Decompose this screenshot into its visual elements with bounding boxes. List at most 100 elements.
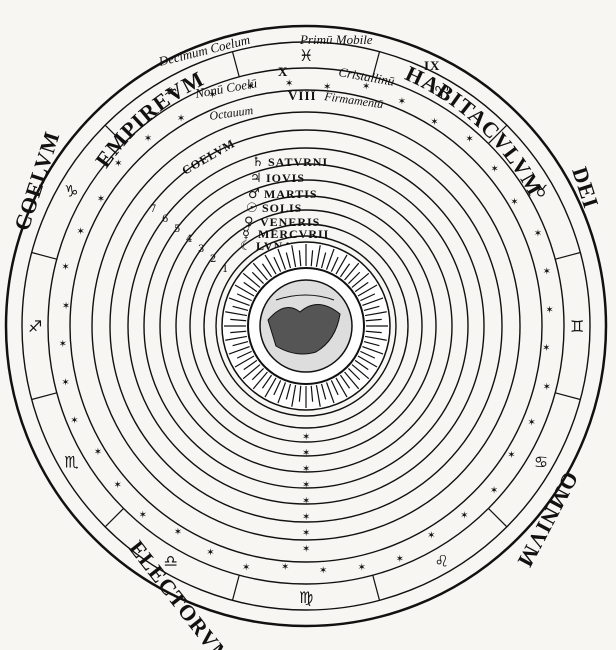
star-mark: ✶ bbox=[281, 562, 289, 573]
fixed-stars: ✶✶✶✶✶✶✶✶✶✶✶✶✶✶✶✶✶✶✶✶✶✶✶✶✶✶✶✶✶✶✶✶✶✶✶✶✶✶✶✶… bbox=[59, 79, 554, 577]
planet-label: IOVIS bbox=[266, 171, 305, 185]
sphere-number: 2 bbox=[210, 254, 216, 265]
fire-ray bbox=[291, 384, 297, 407]
sphere-ring bbox=[189, 209, 423, 443]
electorum-label: ELECTORVM bbox=[124, 536, 237, 650]
fire-ray bbox=[330, 256, 339, 272]
fire-ray bbox=[365, 318, 382, 322]
zodiac-symbol: ♌ bbox=[435, 552, 449, 571]
star-mark: ✶ bbox=[139, 510, 147, 521]
fire-ray bbox=[277, 382, 287, 404]
sphere-ring bbox=[215, 235, 397, 417]
sphere-ring bbox=[109, 129, 503, 523]
fire-ray bbox=[310, 385, 314, 402]
star-mark: ✶ bbox=[319, 565, 327, 576]
zodiac-divider bbox=[555, 251, 581, 260]
fire-sphere bbox=[224, 244, 388, 408]
sphere-ring bbox=[159, 179, 453, 473]
star-mark: ✶ bbox=[59, 339, 67, 350]
sphere-number: 1 bbox=[222, 264, 228, 275]
sphere-number: 7 bbox=[150, 204, 156, 215]
habitaculum-label: HABITACVLVM bbox=[402, 61, 549, 200]
fire-ray bbox=[351, 272, 370, 288]
octauum-label: Octauum bbox=[208, 103, 254, 123]
star-mark: ✶ bbox=[206, 548, 214, 559]
coelum-label: COELVM bbox=[9, 128, 65, 234]
fire-ray bbox=[344, 262, 360, 281]
star-mark: ✶ bbox=[528, 418, 536, 429]
star-mark: ✶ bbox=[510, 197, 518, 208]
sphere-ring bbox=[143, 163, 469, 489]
fire-ray bbox=[225, 311, 248, 317]
sphere-ring bbox=[203, 223, 409, 429]
sphere-ring bbox=[69, 89, 543, 563]
fire-ray bbox=[320, 252, 327, 269]
star-mark: ✶ bbox=[490, 164, 498, 175]
zodiac-divider bbox=[104, 508, 124, 528]
star-mark: ✶ bbox=[460, 510, 468, 521]
fire-ray bbox=[335, 254, 348, 275]
fire-ray bbox=[243, 359, 258, 371]
numeral-10: X bbox=[278, 64, 288, 79]
fire-ray bbox=[325, 382, 335, 404]
fire-ray bbox=[298, 385, 302, 402]
star-mark: ✶ bbox=[70, 416, 78, 427]
star-mark: ✶ bbox=[543, 266, 551, 277]
fire-ray bbox=[315, 245, 321, 268]
dei-label: DEI bbox=[567, 164, 604, 212]
sphere-ring bbox=[21, 41, 591, 611]
fire-ray bbox=[363, 305, 380, 312]
zodiac-divider bbox=[488, 124, 508, 144]
fire-ray bbox=[252, 371, 268, 390]
fire-ray bbox=[360, 293, 376, 302]
fire-ray bbox=[339, 263, 351, 278]
sphere-number: 5 bbox=[174, 224, 180, 235]
sphere-ring bbox=[4, 24, 608, 628]
fire-ray bbox=[285, 252, 292, 269]
star-mark: ✶ bbox=[76, 226, 84, 237]
planet-label: SOLIS bbox=[262, 201, 302, 215]
planet-symbol: ☾ bbox=[240, 239, 252, 254]
star-mark: ✶ bbox=[302, 512, 310, 523]
star-mark: ✶ bbox=[430, 117, 438, 128]
star-mark: ✶ bbox=[302, 528, 310, 539]
fire-ray bbox=[320, 383, 327, 400]
star-mark: ✶ bbox=[545, 305, 553, 316]
planet-label: VENERIS bbox=[260, 215, 320, 229]
fire-ray bbox=[252, 262, 268, 281]
fire-ray bbox=[298, 250, 302, 267]
fire-ray bbox=[330, 380, 339, 396]
star-mark: ✶ bbox=[208, 90, 216, 101]
star-mark: ✶ bbox=[61, 378, 69, 389]
fire-ray bbox=[230, 318, 247, 322]
star-mark: ✶ bbox=[302, 480, 310, 491]
star-mark: ✶ bbox=[396, 554, 404, 565]
primum-mobile-label: Primū Mobile bbox=[299, 32, 373, 47]
fire-ray bbox=[291, 245, 297, 268]
fire-ray bbox=[273, 380, 282, 396]
fire-ray bbox=[310, 250, 314, 267]
fire-ray bbox=[230, 330, 247, 334]
star-mark: ✶ bbox=[177, 114, 185, 125]
omnium-label: OMNIVM bbox=[512, 468, 583, 572]
firmamentum-label: Firmamentū bbox=[323, 89, 385, 111]
star-mark: ✶ bbox=[246, 81, 254, 92]
fire-ray bbox=[285, 383, 292, 400]
zodiac-divider bbox=[231, 51, 240, 77]
planet-symbol: ♃ bbox=[250, 171, 262, 186]
star-mark: ✶ bbox=[114, 159, 122, 170]
zodiac-symbol: ♍ bbox=[299, 588, 313, 607]
fire-ray bbox=[242, 272, 261, 288]
fire-ray bbox=[228, 297, 250, 307]
empireum-label: EMPIREVM bbox=[90, 66, 208, 172]
star-mark: ✶ bbox=[302, 432, 310, 443]
fire-ray bbox=[264, 377, 277, 398]
fire-ray bbox=[273, 256, 282, 272]
zodiac-symbol: ♐ bbox=[28, 317, 42, 336]
zodiac-symbol: ♊ bbox=[570, 317, 584, 336]
sphere-ring bbox=[127, 147, 485, 505]
star-mark: ✶ bbox=[427, 530, 435, 541]
fire-ray bbox=[335, 377, 348, 398]
fire-ray bbox=[243, 281, 258, 293]
